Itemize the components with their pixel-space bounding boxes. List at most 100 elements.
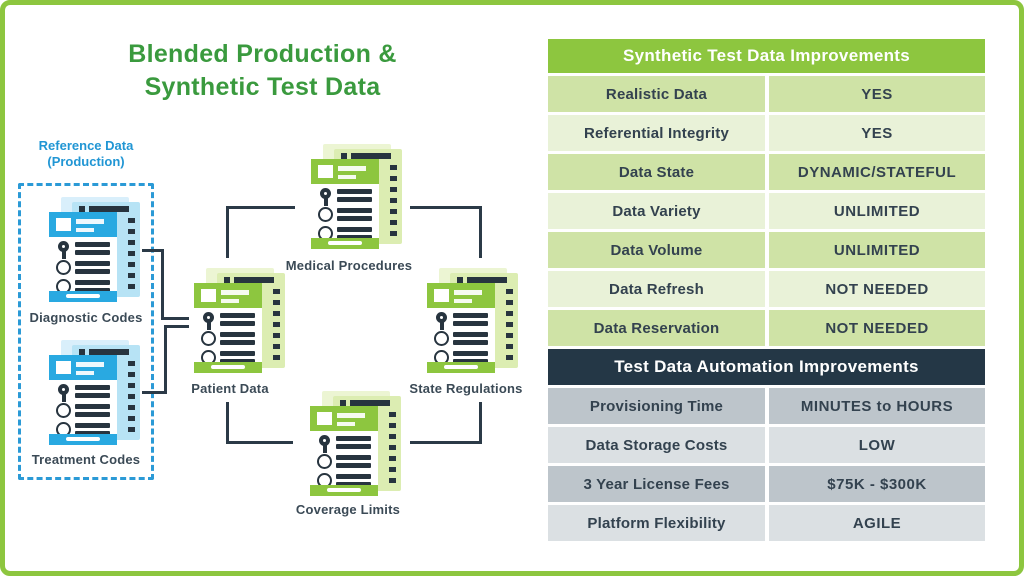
text-line [234,277,274,283]
square-bullet-icon [224,277,230,283]
page-title: Blended Production & Synthetic Test Data [115,38,410,104]
square-bullet-icon [79,206,85,212]
key-icon [318,435,332,453]
state-regulations-document-stack-icon [427,268,519,375]
reference-data-label-line1: Reference Data [38,138,134,153]
key-icon [202,312,216,330]
table-row: Referential Integrity YES [548,115,985,151]
medical-procedures-document-stack-icon [311,144,403,251]
key-icon [57,384,71,402]
document-footer-band [311,238,379,249]
document-front-sheet [49,212,117,302]
row-value: UNLIMITED [769,193,985,229]
treatment-codes-label: Treatment Codes [31,452,141,467]
row-value: YES [769,115,985,151]
page-title-line1: Blended Production & [128,40,397,68]
dash-column-icon [128,218,135,289]
connector-coverage-to-state [479,402,482,444]
row-label: Platform Flexibility [548,505,765,541]
row-value: $75K - $300K [769,466,985,502]
document-footer-band [310,485,378,496]
connector-medical-to-state [479,206,482,258]
medical-procedures-label: Medical Procedures [285,258,413,273]
document-header-band [194,283,262,308]
document-footer-band [49,434,117,445]
table-row: Data Variety UNLIMITED [548,193,985,229]
coverage-limits-document-stack-icon [310,391,402,498]
connector-treatment-to-patient [142,391,167,394]
row-value: LOW [769,427,985,463]
text-line [467,277,507,283]
table-row: Data Reservation NOT NEEDED [548,310,985,346]
row-value: NOT NEEDED [769,310,985,346]
table-row: 3 Year License Fees $75K - $300K [548,466,985,502]
coverage-limits-label: Coverage Limits [295,502,401,517]
row-value: NOT NEEDED [769,271,985,307]
circle-bullet-icon [434,331,449,346]
reference-data-label-line2: (Production) [47,154,125,169]
diagnostic-codes-label: Diagnostic Codes [29,310,143,325]
production-data-dashed-box [18,183,154,480]
document-footer-band [427,362,495,373]
table-row: Data Storage Costs LOW [548,427,985,463]
dash-column-icon [128,361,135,432]
comparison-table: Synthetic Test Data Improvements Realist… [548,39,985,544]
square-bullet-icon [341,153,347,159]
table-row: Data Volume UNLIMITED [548,232,985,268]
circle-bullet-icon [317,454,332,469]
row-label: Referential Integrity [548,115,765,151]
document-front-sheet [427,283,495,373]
square-bullet-icon [79,349,85,355]
row-value: YES [769,76,985,112]
circle-bullet-icon [56,403,71,418]
connector-diagnostic-to-patient [142,249,164,252]
connector-patient-to-medical [226,206,295,209]
row-label: Provisioning Time [548,388,765,424]
row-value: UNLIMITED [769,232,985,268]
document-front-sheet [194,283,262,373]
treatment-codes-document-stack-icon [49,340,141,447]
row-label: 3 Year License Fees [548,466,765,502]
row-label: Data Storage Costs [548,427,765,463]
automation-improvements-header: Test Data Automation Improvements [548,349,985,385]
connector-treatment-to-patient [164,325,167,394]
patient-data-label: Patient Data [191,381,269,396]
square-bullet-icon [340,400,346,406]
dash-column-icon [390,165,397,236]
diagnostic-codes-document-stack-icon [49,197,141,304]
table-row: Data Refresh NOT NEEDED [548,271,985,307]
circle-bullet-icon [201,331,216,346]
row-label: Realistic Data [548,76,765,112]
page-title-line2: Synthetic Test Data [144,73,381,101]
document-footer-band [194,362,262,373]
key-icon [319,188,333,206]
table-row: Provisioning Time MINUTES to HOURS [548,388,985,424]
table-row: Realistic Data YES [548,76,985,112]
dash-column-icon [506,289,513,360]
table-row: Data State DYNAMIC/STATEFUL [548,154,985,190]
document-header-band [49,212,117,237]
connector-patient-to-medical [226,206,229,258]
text-line [89,206,129,212]
document-footer-band [49,291,117,302]
table-row: Platform Flexibility AGILE [548,505,985,541]
state-regulations-label: State Regulations [409,381,523,396]
row-label: Data Variety [548,193,765,229]
dash-column-icon [273,289,280,360]
text-line [351,153,391,159]
reference-data-label: Reference Data (Production) [16,138,156,170]
connector-patient-to-coverage [226,441,293,444]
connector-coverage-to-state [410,441,482,444]
text-line [89,349,129,355]
circle-bullet-icon [318,207,333,222]
row-label: Data Refresh [548,271,765,307]
document-front-sheet [310,406,378,496]
connector-diagnostic-to-patient [161,317,189,320]
document-front-sheet [49,355,117,445]
row-value: DYNAMIC/STATEFUL [769,154,985,190]
key-icon [57,241,71,259]
row-label: Data State [548,154,765,190]
key-icon [435,312,449,330]
row-value: MINUTES to HOURS [769,388,985,424]
dash-column-icon [389,412,396,483]
